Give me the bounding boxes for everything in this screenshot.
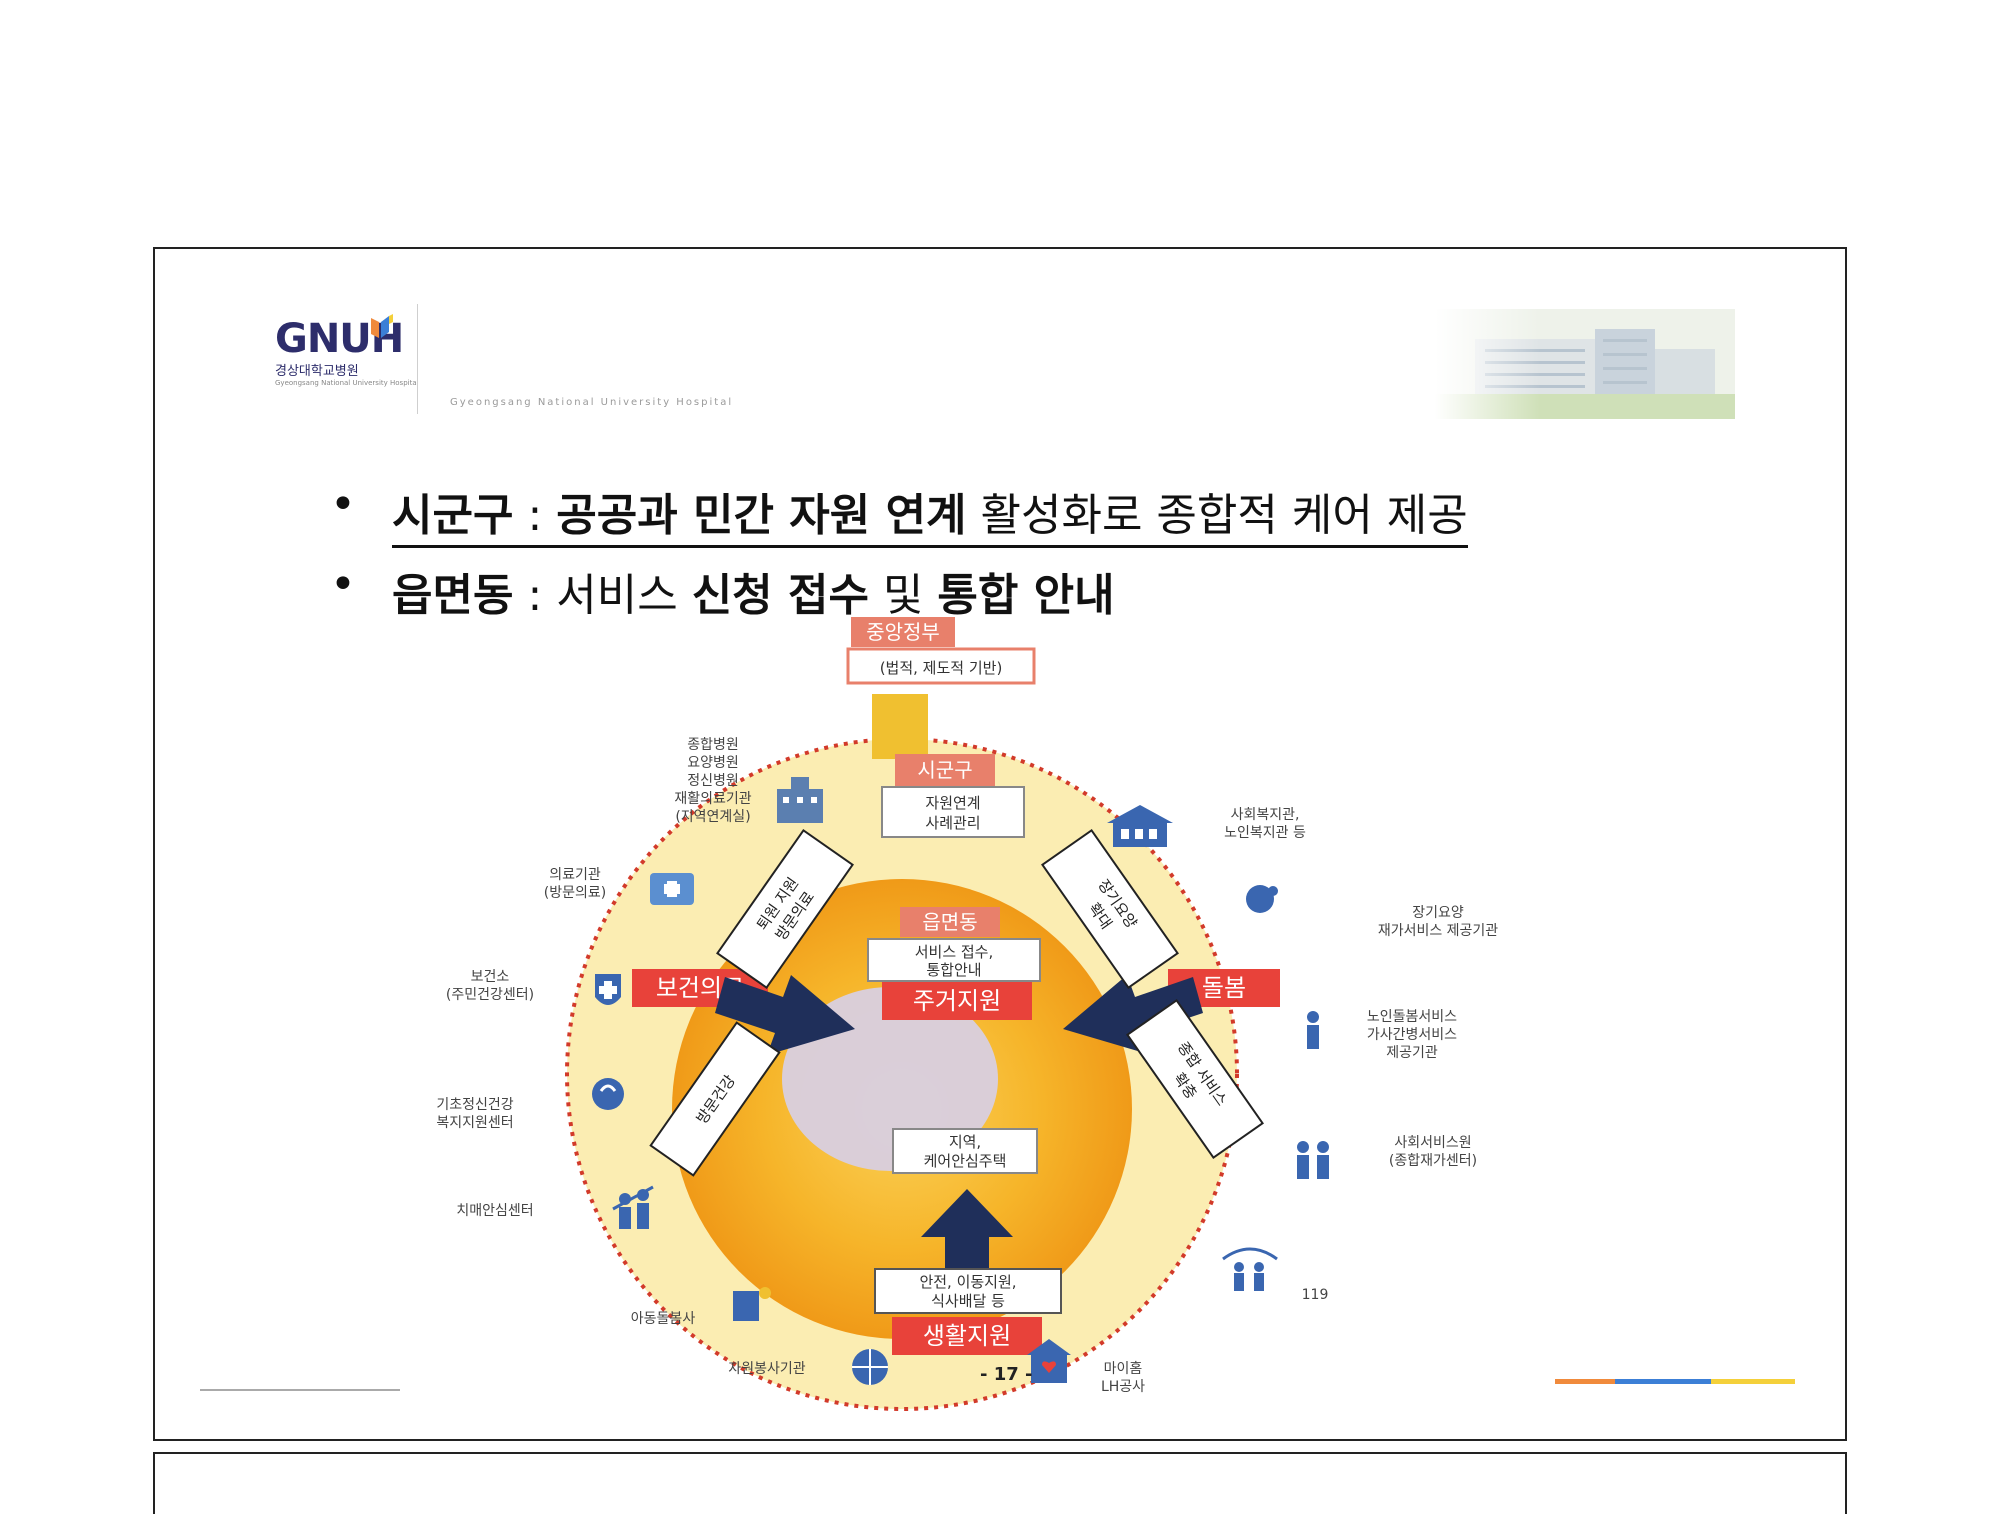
sat-elder-1: 노인돌봄서비스 xyxy=(1367,1009,1457,1025)
bullet-mid: 및 xyxy=(868,570,938,621)
home-heart-icon xyxy=(1027,1339,1071,1383)
living-desc-2: 식사배달 등 xyxy=(931,1292,1005,1310)
sat-welfare-1: 사회복지관, xyxy=(1231,807,1300,823)
sat-welfare-2: 노인복지관 등 xyxy=(1224,825,1306,841)
sigungu-title: 시군구 xyxy=(917,758,972,782)
pillar xyxy=(872,694,928,759)
bullet-sep: : 서비스 xyxy=(513,570,692,621)
bullet-bold2: 통합 안내 xyxy=(937,570,1115,621)
sigungu-desc-box xyxy=(881,786,1025,838)
page-number: - 17 - xyxy=(980,1364,1033,1385)
left-bottom-box xyxy=(649,1021,781,1177)
eup-title-box xyxy=(900,907,1000,937)
living-title-box xyxy=(892,1317,1042,1355)
sat-social-1: 사회서비스원 xyxy=(1394,1135,1471,1151)
community-icon xyxy=(1222,1247,1278,1291)
central-gov-desc: (법적, 제도적 기반) xyxy=(880,659,1003,677)
social-service-icon xyxy=(1297,1141,1329,1179)
header-divider xyxy=(417,304,418,414)
bullet-sep: : xyxy=(513,490,557,541)
bullet-dot: • xyxy=(330,559,356,610)
left-top-box xyxy=(716,828,854,990)
sat-home-1: 마이홈 xyxy=(1104,1361,1143,1377)
right-top-box xyxy=(1041,828,1179,990)
housing-title-box xyxy=(882,982,1032,1020)
bullet-bold: 공공과 민간 자원 연계 xyxy=(556,490,967,541)
sat-medical-1: 의료기관 xyxy=(549,867,601,883)
bullet-label: 시군구 xyxy=(392,490,514,541)
housing-desc-2: 케어안심주택 xyxy=(924,1152,1007,1170)
housing-desc-1: 지역, xyxy=(949,1133,981,1151)
footer-line-left xyxy=(200,1389,400,1391)
living-title: 생활지원 xyxy=(923,1322,1011,1350)
sat-home-2: LH공사 xyxy=(1101,1379,1145,1395)
left-arrow xyxy=(715,975,855,1055)
elder-care-icon xyxy=(1307,1011,1319,1049)
eup-desc-2: 통합안내 xyxy=(926,961,981,979)
welfare-building-icon xyxy=(1107,805,1173,847)
sigungu-desc-2: 사례관리 xyxy=(925,814,980,832)
next-slide-edge xyxy=(153,1452,1847,1514)
mental-health-icon xyxy=(592,1078,624,1110)
central-gov-title: 중앙정부 xyxy=(866,620,940,644)
bullet-rest: 활성화로 종합적 케어 제공 xyxy=(966,490,1468,541)
ltc-care-icon xyxy=(1246,885,1278,913)
sat-medical-2: (방문의료) xyxy=(544,885,606,901)
housing-title: 주거지원 xyxy=(913,987,1001,1015)
bullet-label: 읍면동 xyxy=(392,570,514,621)
eup-title: 읍면동 xyxy=(922,910,977,934)
care-title: 돌봄 xyxy=(1202,974,1246,1002)
living-desc-1: 안전, 이동지원, xyxy=(919,1273,1016,1291)
logo-subtitle: 경상대학교병원 xyxy=(275,364,359,379)
sat-hospitals-3: 정신병원 xyxy=(687,773,739,789)
central-gov-desc-box xyxy=(846,647,1036,685)
sat-hospitals-1: 종합병원 xyxy=(687,737,739,753)
sat-health-center-2: (주민건강센터) xyxy=(446,987,534,1003)
logo-mark-icon xyxy=(371,314,393,338)
childcare-icon xyxy=(733,1287,771,1321)
sat-mental-2: 복지지원센터 xyxy=(436,1115,513,1131)
sat-dementia: 치매안심센터 xyxy=(456,1203,533,1219)
eup-desc-1: 서비스 접수, xyxy=(915,943,994,961)
sigungu-desc-1: 자원연계 xyxy=(925,794,980,812)
central-gov-title-box xyxy=(851,617,955,647)
living-desc-box xyxy=(874,1268,1062,1314)
eup-desc-box xyxy=(867,938,1041,982)
care-network-diagram: 중앙정부 (법적, 제도적 기반) 시군구 자원연계 사례관리 읍면동 서비스 … xyxy=(436,617,1498,1411)
hospital-name-en: Gyeongsang National University Hospital xyxy=(450,397,734,408)
sat-health-center-1: 보건소 xyxy=(471,969,510,985)
medical-bag-icon xyxy=(650,873,694,905)
sat-mental-1: 기초정신건강 xyxy=(436,1097,513,1113)
volunteer-globe-icon xyxy=(852,1349,888,1385)
sat-elder-3: 제공기관 xyxy=(1386,1045,1438,1061)
sat-elder-2: 가사간병서비스 xyxy=(1367,1027,1457,1043)
bullet-text: 읍면동 : 서비스 신청 접수 및 통합 안내 xyxy=(392,559,1115,623)
sat-kids: 아동돌봄사 xyxy=(631,1311,696,1327)
sat-social-2: (종합재가센터) xyxy=(1389,1153,1477,1169)
right-bottom-box xyxy=(1126,998,1264,1160)
up-arrow xyxy=(921,1189,1013,1269)
dementia-family-icon xyxy=(612,1185,654,1229)
sat-hospitals-2: 요양병원 xyxy=(687,755,739,771)
health-shield-icon xyxy=(595,974,621,1005)
sat-ltc-1: 장기요양 xyxy=(1412,905,1464,921)
sat-volunteer: 자원봉사기관 xyxy=(728,1361,805,1377)
sat-ltc-2: 재가서비스 제공기관 xyxy=(1378,923,1498,939)
hospital-icon xyxy=(777,777,823,823)
sat-hospitals-4: 재활의료기관 xyxy=(674,791,751,807)
gnuh-logo: GNUH 경상대학교병원 Gyeongsang National Univers… xyxy=(275,314,419,387)
footer-line-right xyxy=(1555,1379,1795,1384)
bullet-bold: 신청 접수 xyxy=(691,570,869,621)
housing-desc-box xyxy=(892,1128,1038,1174)
logo-tiny-text: Gyeongsang National University Hospital xyxy=(275,379,419,387)
bullet-dot: • xyxy=(330,479,356,530)
bullet-text: 시군구 : 공공과 민간 자원 연계 활성화로 종합적 케어 제공 xyxy=(392,479,1468,548)
hospital-building-image xyxy=(1435,309,1735,419)
right-arrow xyxy=(1063,975,1203,1055)
slide: GNUH 경상대학교병원 Gyeongsang National Univers… xyxy=(153,247,1847,1441)
sigungu-title-box xyxy=(895,754,995,786)
sat-119: 119 xyxy=(1302,1287,1329,1303)
sat-hospitals-5: (지역연계실) xyxy=(675,809,750,825)
